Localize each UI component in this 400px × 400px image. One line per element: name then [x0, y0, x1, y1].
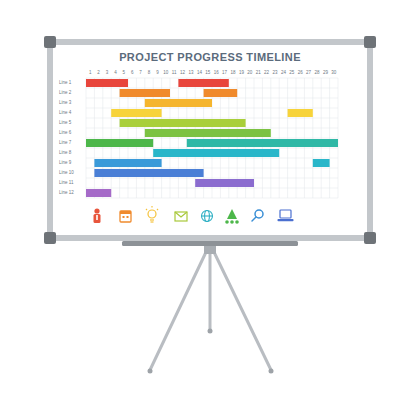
column-number: 22	[264, 71, 269, 76]
globe-icon	[202, 211, 213, 222]
easel-foot	[208, 329, 213, 334]
row-label: Line 11	[59, 181, 73, 186]
column-number: 20	[247, 71, 252, 76]
gantt-bar	[86, 189, 111, 197]
laptop-icon	[278, 210, 294, 221]
row-label: Line 5	[59, 121, 71, 126]
board-surface	[53, 45, 367, 235]
gantt-bar	[145, 99, 212, 107]
gantt-bar	[178, 79, 228, 87]
row-label: Line 10	[59, 171, 74, 176]
gantt-bar	[204, 89, 238, 97]
row-label: Line 8	[59, 151, 71, 156]
row-label: Line 9	[59, 161, 71, 166]
gantt-bar	[288, 109, 313, 117]
column-number: 24	[281, 71, 286, 76]
chart-title: PROJECT PROGRESS TIMELINE	[119, 51, 301, 63]
column-number: 7	[139, 71, 142, 76]
column-number: 29	[323, 71, 328, 76]
grid-line	[86, 158, 338, 159]
board-frame	[47, 39, 373, 241]
column-number: 21	[256, 71, 261, 76]
grid-line	[86, 168, 338, 169]
gantt-bars	[86, 79, 338, 197]
column-number: 14	[197, 71, 202, 76]
gantt-bar	[145, 129, 271, 137]
column-number: 17	[222, 71, 227, 76]
column-number: 9	[156, 71, 159, 76]
gantt-bar	[187, 139, 338, 147]
column-number: 11	[172, 71, 177, 76]
column-number: 8	[148, 71, 151, 76]
column-number: 25	[289, 71, 294, 76]
column-number: 19	[239, 71, 244, 76]
column-number: 10	[163, 71, 168, 76]
gantt-bar	[86, 79, 128, 87]
envelope-icon	[175, 212, 187, 221]
easel-legs	[150, 246, 271, 370]
gantt-bar	[313, 159, 330, 167]
grid-line	[86, 198, 338, 199]
magnifier-icon	[252, 210, 263, 221]
grid-line	[86, 148, 338, 149]
row-label: Line 7	[59, 141, 71, 146]
column-number: 26	[298, 71, 303, 76]
column-number: 2	[97, 71, 100, 76]
row-label: Line 12	[59, 191, 74, 196]
grid-line	[86, 98, 338, 99]
column-number: 28	[314, 71, 319, 76]
grid-line	[86, 178, 338, 179]
frame-corner	[44, 232, 56, 244]
column-number: 15	[205, 71, 210, 76]
grid-line	[86, 78, 338, 79]
gantt-bar	[153, 149, 279, 157]
column-number: 13	[188, 71, 193, 76]
network-icon	[225, 209, 239, 224]
row-label: Line 1	[59, 81, 71, 86]
column-number: 16	[214, 71, 219, 76]
frame-corner	[44, 36, 56, 48]
gantt-bar	[86, 139, 153, 147]
gantt-bar	[94, 169, 203, 177]
easel-foot	[269, 369, 274, 374]
grid-line	[86, 188, 338, 189]
frame-corner	[364, 232, 376, 244]
grid-line	[86, 138, 338, 139]
gantt-bar	[120, 119, 246, 127]
easel-leg	[150, 250, 207, 370]
easel-leg	[213, 250, 271, 370]
column-number: 1	[89, 71, 92, 76]
gantt-bar	[195, 179, 254, 187]
easel-leg	[209, 246, 212, 330]
column-number: 30	[331, 71, 336, 76]
marker-tray	[122, 241, 298, 246]
calendar-icon	[120, 211, 131, 222]
person-icon	[94, 208, 101, 223]
gantt-bar	[120, 89, 170, 97]
column-number: 4	[114, 71, 117, 76]
frame-corner	[364, 36, 376, 48]
column-number: 23	[272, 71, 277, 76]
easel-foot	[148, 369, 153, 374]
grid-line	[86, 128, 338, 129]
row-label: Line 3	[59, 101, 71, 106]
grid-line	[86, 108, 338, 109]
grid-line	[86, 118, 338, 119]
row-label: Line 6	[59, 131, 71, 136]
icon-row	[94, 206, 294, 224]
grid-lines	[86, 78, 338, 198]
column-number: 12	[180, 71, 185, 76]
bulb-icon	[146, 206, 158, 222]
column-number: 6	[131, 71, 134, 76]
column-number: 5	[123, 71, 126, 76]
grid-line	[86, 88, 338, 89]
gantt-bar	[111, 109, 161, 117]
column-number: 18	[230, 71, 235, 76]
column-number: 27	[306, 71, 311, 76]
row-label: Line 4	[59, 111, 71, 116]
column-number: 3	[106, 71, 109, 76]
gantt-bar	[94, 159, 161, 167]
row-label: Line 2	[59, 91, 71, 96]
